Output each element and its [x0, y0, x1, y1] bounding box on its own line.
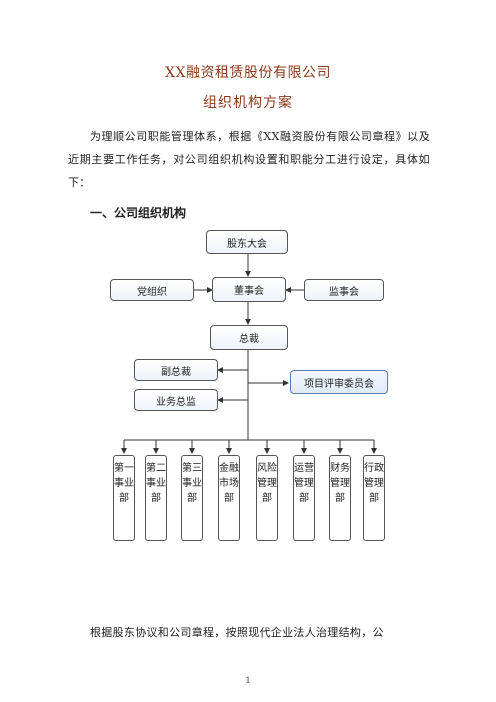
- department-box: 财务管理部: [329, 455, 351, 541]
- committee-box: 项目评审委员会: [290, 370, 388, 394]
- document-subtitle: 组织机构方案: [203, 95, 293, 111]
- intro-paragraph: 为理顺公司职能管理体系，根据《XX融资股份有限公司章程》以及近期主要工作任务，对…: [68, 130, 430, 189]
- department-box: 第三事业部: [181, 455, 203, 541]
- department-box: 第二事业部: [145, 455, 167, 541]
- department-box: 运营管理部: [293, 455, 315, 541]
- page-number: 1: [245, 676, 251, 685]
- supervisors-box: 监事会: [304, 279, 384, 301]
- document-title: XX融资租赁股份有限公司: [165, 65, 331, 81]
- ceo-box: 总裁: [210, 325, 288, 350]
- board-box: 董事会: [212, 277, 286, 302]
- department-box: 风险管理部: [256, 455, 278, 541]
- business-director-box: 业务总监: [134, 389, 218, 411]
- vice-president-box: 副总裁: [134, 359, 218, 381]
- bottom-paragraph: 根据股东协议和公司章程，按照现代企业法人治理结构，公: [90, 626, 384, 639]
- department-box: 金融市场部: [218, 455, 240, 541]
- department-box: 行政管理部: [363, 455, 385, 541]
- section-heading: 一、公司组织机构: [90, 206, 187, 220]
- department-box: 第一事业部: [113, 455, 135, 541]
- party-box: 党组织: [110, 279, 194, 301]
- shareholders-box: 股东大会: [206, 230, 288, 254]
